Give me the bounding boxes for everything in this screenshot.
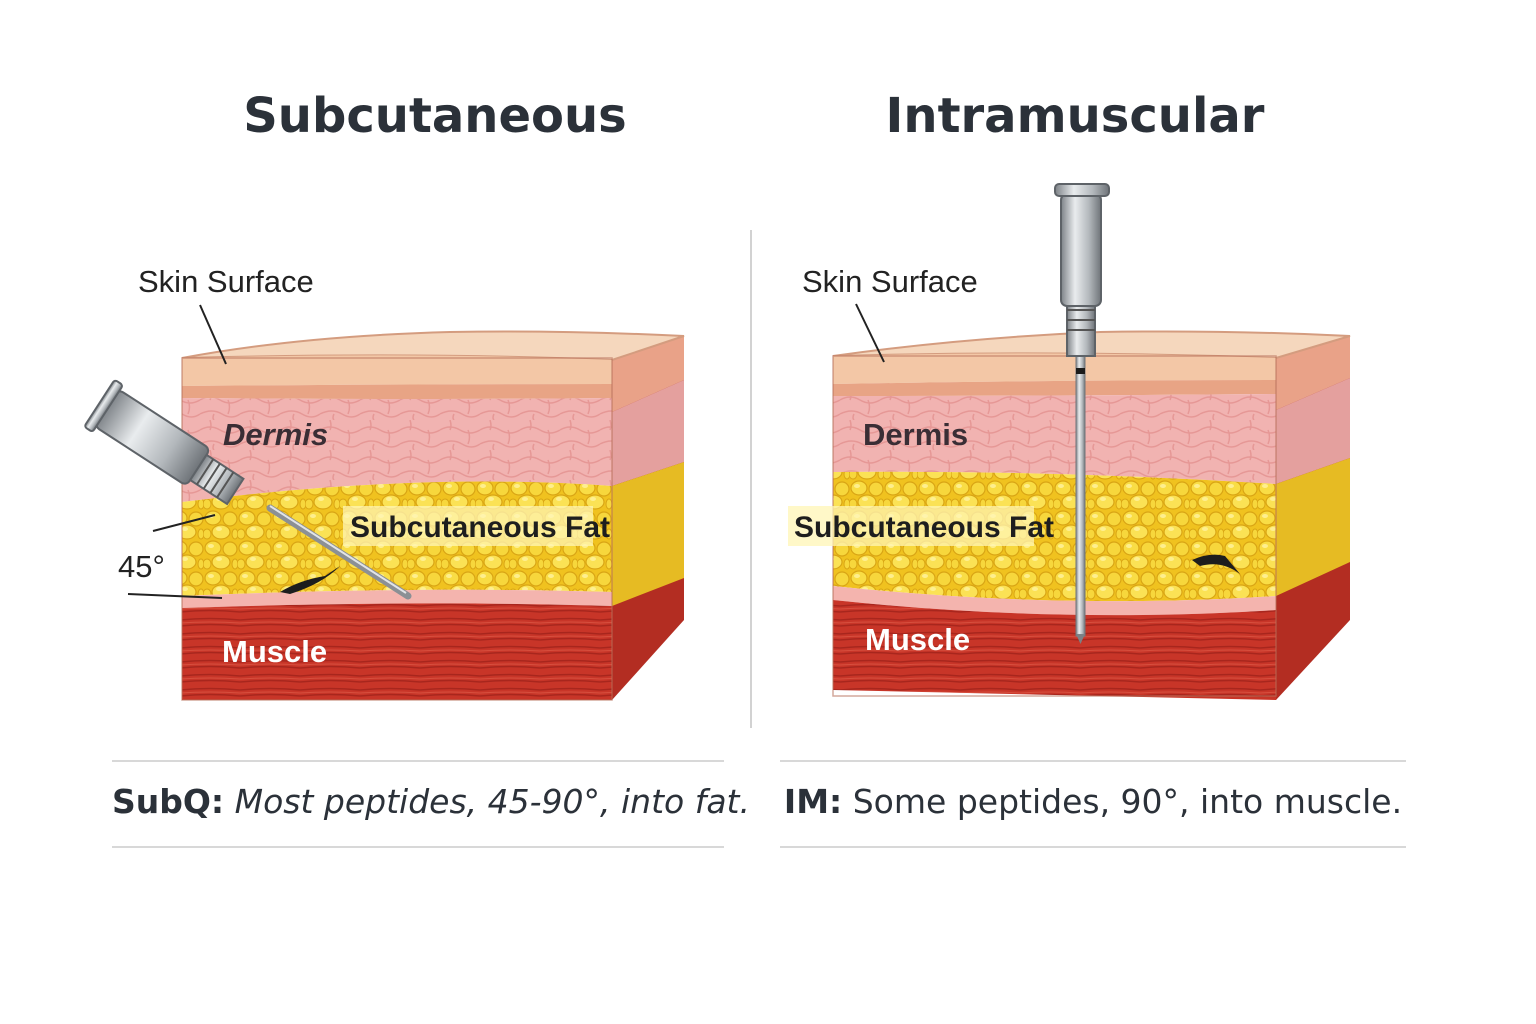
angle-leader-lower [127, 593, 223, 599]
angle-label: 45° [118, 549, 165, 584]
caption-rule-bottom-left [112, 846, 724, 848]
fat-label-right: Subcutaneous Fat [794, 511, 1054, 544]
subq-syringe [84, 379, 412, 600]
subq-caption: SubQ: Most peptides, 45-90°, into fat. [112, 782, 750, 821]
dermis-label-left: Dermis [223, 417, 328, 452]
fat-label-bg-left [343, 506, 593, 546]
skin-surface-leader-left [199, 304, 227, 365]
skin-surface-leader-right [855, 303, 885, 363]
muscle-label-right: Muscle [865, 622, 970, 657]
skin-surface-label-right: Skin Surface [802, 264, 978, 299]
angle-leader-upper [152, 514, 216, 532]
subcutaneous-title: Subcutaneous [243, 88, 627, 144]
fat-label-left: Subcutaneous Fat [350, 511, 610, 544]
panel-divider [750, 230, 752, 728]
subq-caption-key: SubQ: [112, 782, 225, 821]
subq-caption-text: Most peptides, 45-90°, into fat. [224, 782, 750, 821]
fat-label-bg-right [788, 506, 1034, 546]
caption-rule-top-left [112, 760, 724, 762]
im-caption-text: Some peptides, 90°, into muscle. [842, 782, 1403, 821]
right-tissue-block [832, 330, 1351, 700]
im-syringe [1054, 183, 1110, 644]
im-caption: IM: Some peptides, 90°, into muscle. [780, 782, 1406, 821]
skin-surface-label-left: Skin Surface [138, 264, 314, 299]
muscle-label-left: Muscle [222, 634, 327, 669]
intramuscular-title: Intramuscular [885, 88, 1265, 144]
caption-rule-top-right [780, 760, 1406, 762]
im-caption-key: IM: [783, 782, 843, 821]
dermis-label-right: Dermis [863, 417, 968, 452]
caption-rule-bottom-right [780, 846, 1406, 848]
